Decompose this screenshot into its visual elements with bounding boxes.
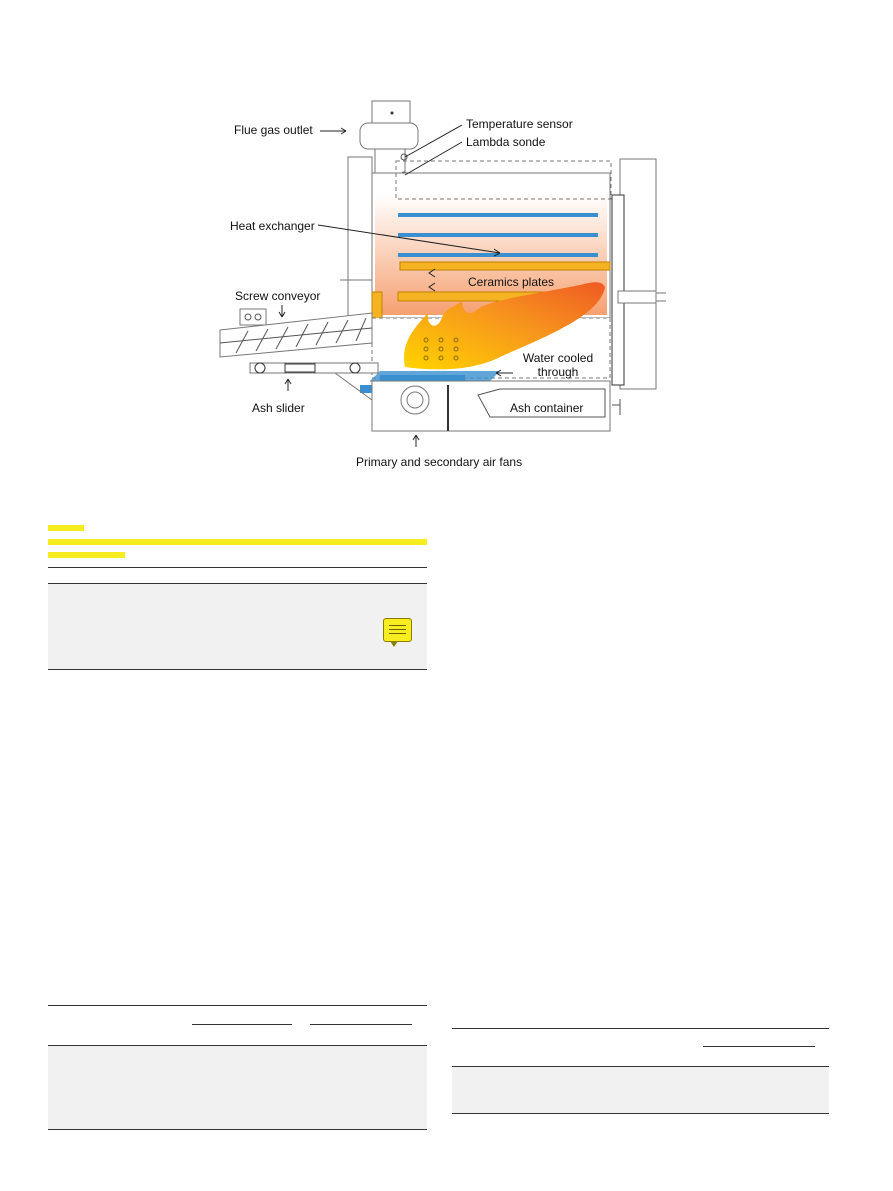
table2-bottom-rule [48, 1129, 427, 1130]
label-temperature-sensor: Temperature sensor [466, 117, 573, 131]
label-flue-gas-outlet: Flue gas outlet [234, 123, 313, 137]
label-ceramics-plates: Ceramics plates [468, 275, 555, 289]
sticky-note-icon[interactable] [383, 618, 412, 647]
table1-bottom-rule [48, 669, 427, 670]
table2-header-rule [48, 1045, 427, 1046]
table2-group-rule-2 [310, 1024, 412, 1025]
label-water-cooled-line2: through [537, 365, 579, 379]
highlight-fragment [48, 552, 125, 558]
table3-bottom-rule [452, 1113, 829, 1114]
table3-top-rule [452, 1028, 829, 1029]
label-water-cooled-line1: Water cooled [522, 351, 594, 365]
table1-top-rule [48, 567, 427, 568]
table2-top-rule [48, 1005, 427, 1006]
boiler-drawing [219, 100, 666, 447]
label-lambda-sonde: Lambda sonde [466, 135, 546, 149]
label-ash-slider: Ash slider [252, 401, 305, 415]
highlight-word [48, 525, 84, 531]
highlight-line [48, 539, 427, 545]
label-heat-exchanger: Heat exchanger [230, 219, 315, 233]
table1-header-rule [48, 583, 427, 584]
table2-body [48, 1046, 427, 1129]
table3-header-rule [452, 1066, 829, 1067]
table3-body [452, 1067, 829, 1113]
label-air-fans: Primary and secondary air fans [356, 455, 523, 469]
label-ash-container: Ash container [510, 401, 584, 415]
boiler-diagram: Flue gas outlet Temperature sensor Lambd… [200, 95, 670, 475]
table1-body [48, 584, 427, 669]
label-screw-conveyor: Screw conveyor [235, 289, 321, 303]
label-water-cooled: Water cooled through [518, 351, 598, 379]
table2-group-rule-1 [192, 1024, 292, 1025]
table3-group-rule [703, 1046, 815, 1047]
